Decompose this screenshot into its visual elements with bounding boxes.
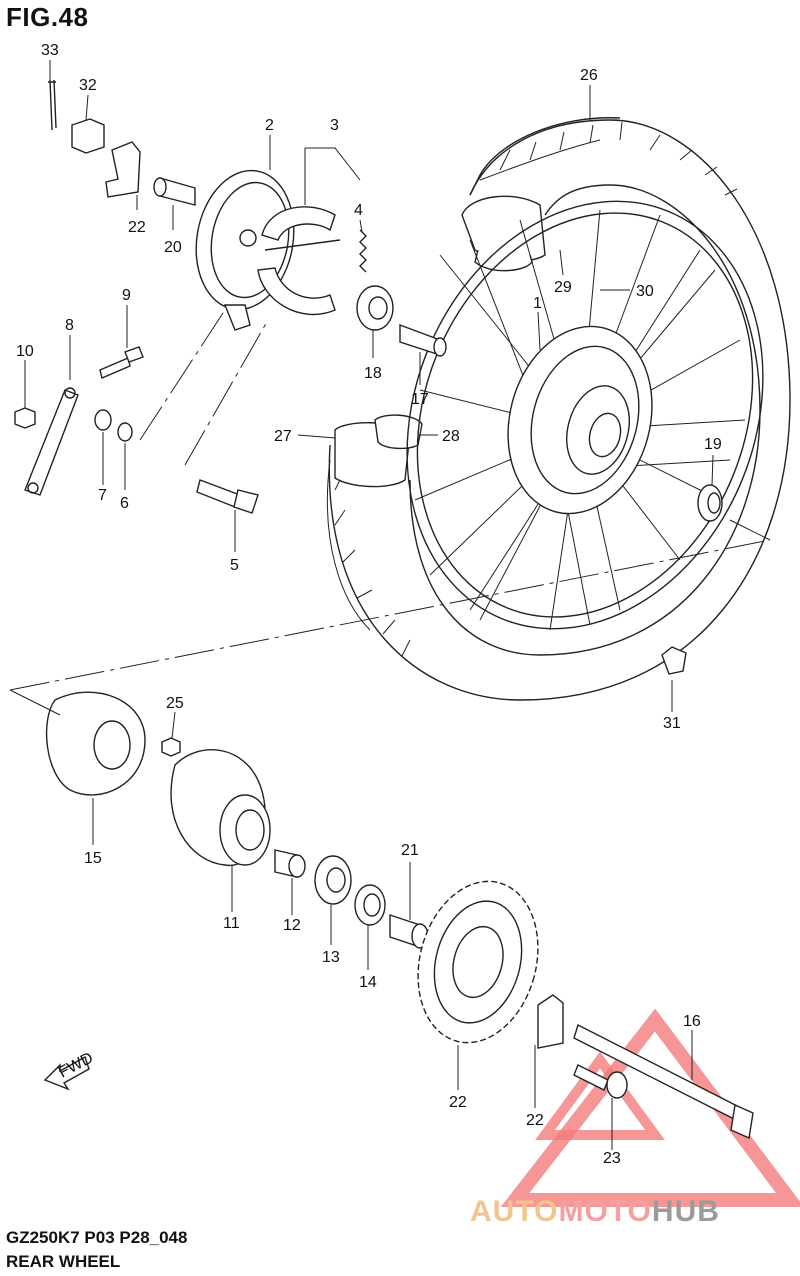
callout-8: 8	[65, 317, 74, 334]
valve-cap-31	[661, 646, 687, 675]
nut-25	[161, 737, 181, 757]
bracket-22-bottom	[537, 994, 564, 1049]
callout-10: 10	[16, 343, 34, 360]
inner-tube-section-bottom	[334, 414, 423, 488]
sprocket-drum-11	[170, 749, 271, 866]
bolt-24	[573, 1064, 628, 1099]
callout-2: 2	[265, 117, 274, 134]
axle-16	[573, 1023, 754, 1140]
rear-tire	[326, 117, 791, 701]
callout-32: 32	[79, 77, 97, 94]
watermark-hub: HUB	[651, 1195, 720, 1228]
rear-hub	[507, 325, 653, 515]
brake-spring-4	[359, 229, 367, 273]
callout-25: 25	[166, 695, 184, 712]
oil-seal-14	[354, 884, 386, 926]
callout-14: 14	[359, 974, 377, 991]
bearing-13	[314, 855, 352, 905]
callout-19: 19	[704, 436, 722, 453]
callout-27: 27	[274, 428, 292, 445]
rear-sprocket-23	[417, 880, 539, 1044]
callout-22-top: 22	[128, 219, 146, 236]
watermark-text: AUTOMOTOHUB	[470, 1195, 720, 1229]
callout-31: 31	[663, 715, 681, 732]
watermark-auto: AUTO	[470, 1195, 559, 1228]
callout-6: 6	[120, 495, 129, 512]
callout-20: 20	[164, 239, 182, 256]
fwd-arrow-icon: FWD	[43, 1049, 96, 1091]
callout-22-bottom: 22	[526, 1112, 544, 1129]
spacer-12	[274, 849, 306, 878]
callout-3: 3	[330, 117, 339, 134]
center-axis-line	[9, 309, 771, 716]
callout-5: 5	[230, 557, 239, 574]
callout-7: 7	[98, 487, 107, 504]
torque-link-8	[24, 387, 79, 496]
callout-30: 30	[636, 283, 654, 300]
leader-lines	[24, 60, 714, 1150]
bushing-20	[153, 177, 196, 206]
bolt-9	[99, 346, 144, 379]
spacer-17	[399, 323, 447, 357]
callout-21: 21	[401, 842, 419, 859]
callout-24: 23	[603, 1150, 621, 1167]
washer-6	[117, 422, 133, 442]
callout-18: 18	[364, 365, 382, 382]
model-code: GZ250K7 P03 P28_048	[6, 1228, 188, 1247]
callout-17: 17	[411, 391, 429, 408]
callout-12: 12	[283, 917, 301, 934]
damper-15	[45, 691, 146, 796]
figure-title: FIG.48	[6, 2, 89, 32]
callout-13: 13	[322, 949, 340, 966]
bearing-18	[356, 285, 394, 331]
callout-11: 11	[223, 915, 240, 932]
callout-29: 29	[554, 279, 572, 296]
washer-7	[94, 409, 112, 431]
callout-15: 15	[84, 850, 102, 867]
callout-9: 9	[122, 287, 131, 304]
bracket-22-top	[105, 141, 141, 198]
wheel-spacer-19	[697, 484, 723, 522]
cotter-pin-33	[48, 79, 57, 131]
watermark-moto: MOTO	[558, 1195, 652, 1228]
tire-valve-5	[196, 479, 259, 514]
castle-nut-32	[71, 118, 105, 154]
callout-26: 26	[580, 67, 598, 84]
callout-33: 33	[41, 42, 59, 59]
callout-numbers: 33 32 2 3 4 26 22 20 29 30 9 1 8 10 18 1…	[16, 42, 722, 1167]
section-name: REAR WHEEL	[6, 1252, 121, 1271]
callout-28: 28	[442, 428, 460, 445]
callout-23: 22	[449, 1094, 467, 1111]
nut-10	[14, 407, 36, 429]
callout-16: 16	[683, 1013, 701, 1030]
inner-tube-section-top	[461, 195, 546, 272]
watermark-logo-triangle	[500, 1008, 800, 1207]
spacer-21	[389, 914, 429, 949]
callout-1: 1	[533, 295, 542, 312]
callout-4: 4	[354, 202, 363, 219]
brake-shoes-3	[257, 206, 341, 316]
